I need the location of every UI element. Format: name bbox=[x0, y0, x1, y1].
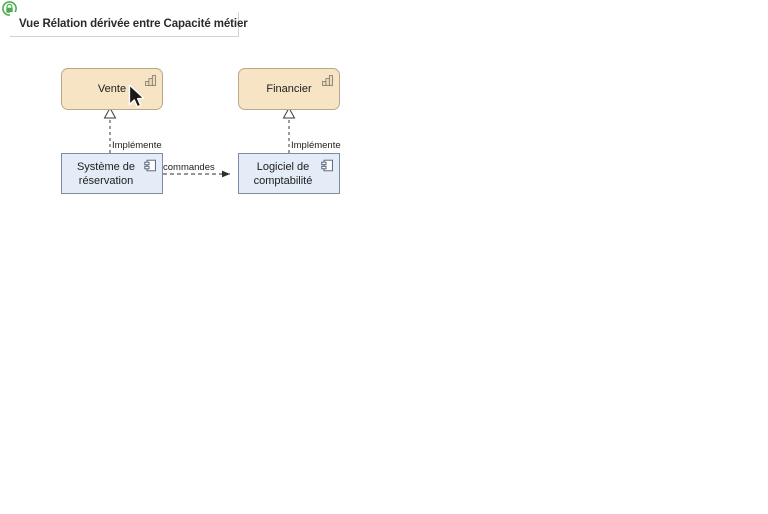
relationship-label-commandes: commandes bbox=[163, 162, 215, 173]
node-financier-label: Financier bbox=[266, 83, 312, 95]
page-title: Vue Rélation dérivée entre Capacité méti… bbox=[19, 18, 248, 30]
relationship-label-implemente-financier: Implémente bbox=[291, 140, 341, 151]
node-vente-label: Vente bbox=[97, 83, 127, 95]
relationship-label-implemente-vente: Implémente bbox=[112, 140, 162, 151]
uml-component-icon bbox=[144, 159, 156, 172]
capability-icon bbox=[322, 75, 333, 86]
uml-component-icon bbox=[321, 159, 333, 172]
view-title-plate[interactable]: Vue Rélation dérivée entre Capacité méti… bbox=[10, 12, 248, 37]
capability-icon bbox=[145, 75, 156, 86]
node-logiciel-comptabilite[interactable]: Logiciel de comptabilité bbox=[238, 153, 340, 194]
node-vente[interactable]: Vente bbox=[61, 68, 163, 110]
green-lock-badge-icon bbox=[2, 1, 17, 16]
node-financier[interactable]: Financier bbox=[238, 68, 340, 110]
node-systeme-reservation[interactable]: Système de réservation bbox=[61, 153, 163, 194]
